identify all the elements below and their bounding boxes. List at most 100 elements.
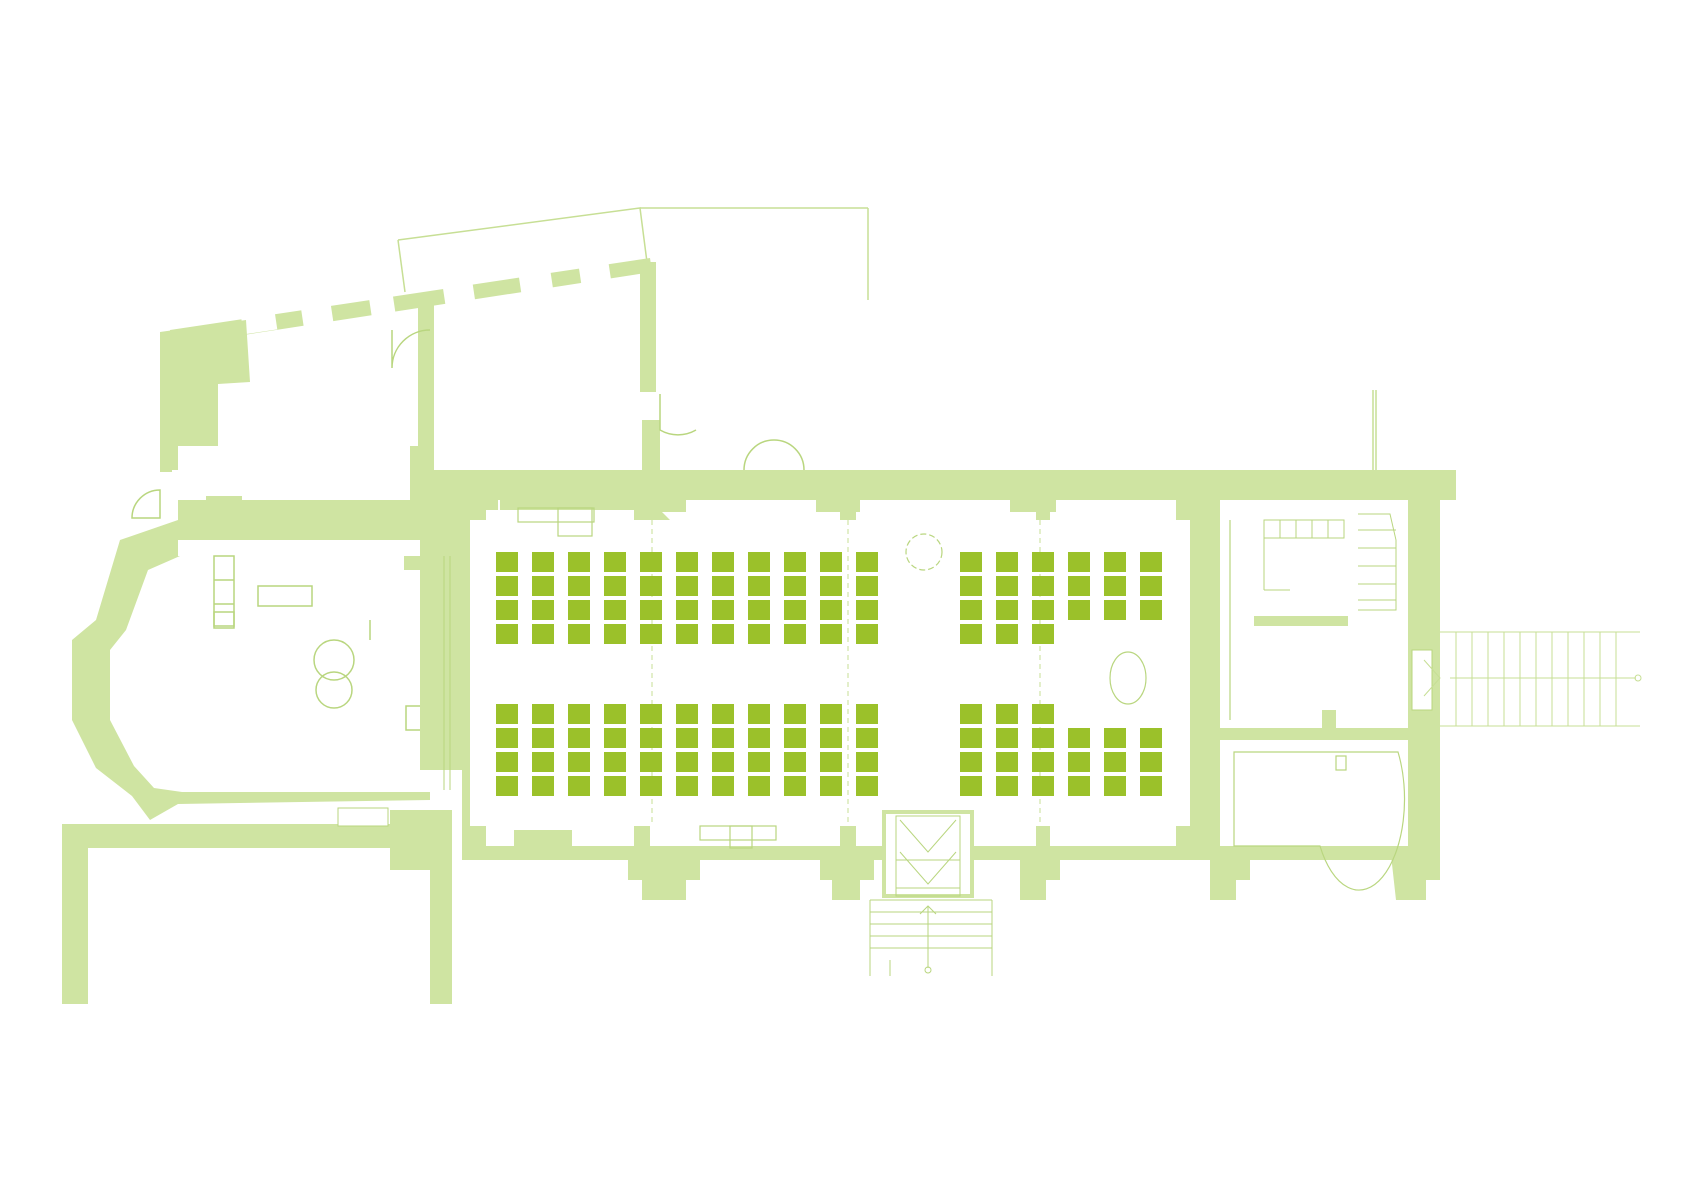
seat [1068, 600, 1090, 620]
seat [496, 752, 518, 772]
seat [568, 576, 590, 596]
seat [748, 624, 770, 644]
seat [568, 752, 590, 772]
seat [1032, 576, 1054, 596]
seat [676, 704, 698, 724]
seat [496, 624, 518, 644]
seat [784, 600, 806, 620]
seat [960, 600, 982, 620]
seat [748, 776, 770, 796]
seat [604, 600, 626, 620]
entrance-steps-icon [869, 815, 993, 976]
seat [748, 552, 770, 572]
seat [856, 776, 878, 796]
seat [748, 728, 770, 748]
seat [640, 728, 662, 748]
seat [960, 776, 982, 796]
seat [820, 728, 842, 748]
seat [856, 752, 878, 772]
seat [748, 600, 770, 620]
seat [820, 752, 842, 772]
seat [676, 624, 698, 644]
seat [856, 576, 878, 596]
seat [1104, 776, 1126, 796]
shelf-unit [213, 555, 235, 627]
seat [820, 624, 842, 644]
seat [568, 728, 590, 748]
seat [640, 600, 662, 620]
seat [960, 576, 982, 596]
seat [712, 752, 734, 772]
seat [1104, 576, 1126, 596]
seat [568, 624, 590, 644]
east-entrance [1411, 631, 1642, 727]
seat [1068, 752, 1090, 772]
seat [1104, 552, 1126, 572]
seat [784, 752, 806, 772]
connector-walls [62, 470, 462, 1004]
seat [784, 704, 806, 724]
seat [784, 624, 806, 644]
seat [996, 728, 1018, 748]
seat [712, 704, 734, 724]
seat [532, 576, 554, 596]
seat [784, 728, 806, 748]
seat [820, 776, 842, 796]
seat [640, 752, 662, 772]
seat [996, 776, 1018, 796]
round-table-icon [313, 639, 355, 681]
seat [856, 552, 878, 572]
side-table [257, 585, 313, 607]
seat [996, 576, 1018, 596]
seat [784, 776, 806, 796]
seat [1068, 728, 1090, 748]
seat [496, 600, 518, 620]
seat [1140, 600, 1162, 620]
seat [960, 704, 982, 724]
seat [1068, 576, 1090, 596]
seat [1032, 552, 1054, 572]
seat [820, 552, 842, 572]
seat [640, 552, 662, 572]
seat [532, 728, 554, 748]
seat [996, 600, 1018, 620]
seat [496, 576, 518, 596]
seat [1104, 600, 1126, 620]
east-stair-room [1220, 500, 1410, 891]
seat [568, 600, 590, 620]
seat [640, 776, 662, 796]
seat [532, 752, 554, 772]
seat [532, 600, 554, 620]
seat [1104, 728, 1126, 748]
annex-partition-wall [418, 300, 434, 470]
seat [496, 728, 518, 748]
seat [496, 552, 518, 572]
seat [532, 624, 554, 644]
seat [960, 552, 982, 572]
seat [996, 752, 1018, 772]
seat [676, 552, 698, 572]
annex-west-wall [160, 320, 250, 470]
seat [604, 728, 626, 748]
seat [1032, 704, 1054, 724]
seat [748, 752, 770, 772]
seat [604, 776, 626, 796]
seat [856, 728, 878, 748]
seat [856, 704, 878, 724]
seat [640, 624, 662, 644]
seat [996, 624, 1018, 644]
seat [676, 776, 698, 796]
seat [996, 552, 1018, 572]
seat [676, 728, 698, 748]
seat [712, 776, 734, 796]
main-hall [462, 470, 1456, 900]
seat [676, 600, 698, 620]
seat [532, 552, 554, 572]
oval-table [1109, 651, 1147, 705]
seat [960, 624, 982, 644]
seat [1140, 752, 1162, 772]
round-table-icon [905, 533, 943, 571]
seat [676, 576, 698, 596]
seat [604, 704, 626, 724]
seat [784, 576, 806, 596]
